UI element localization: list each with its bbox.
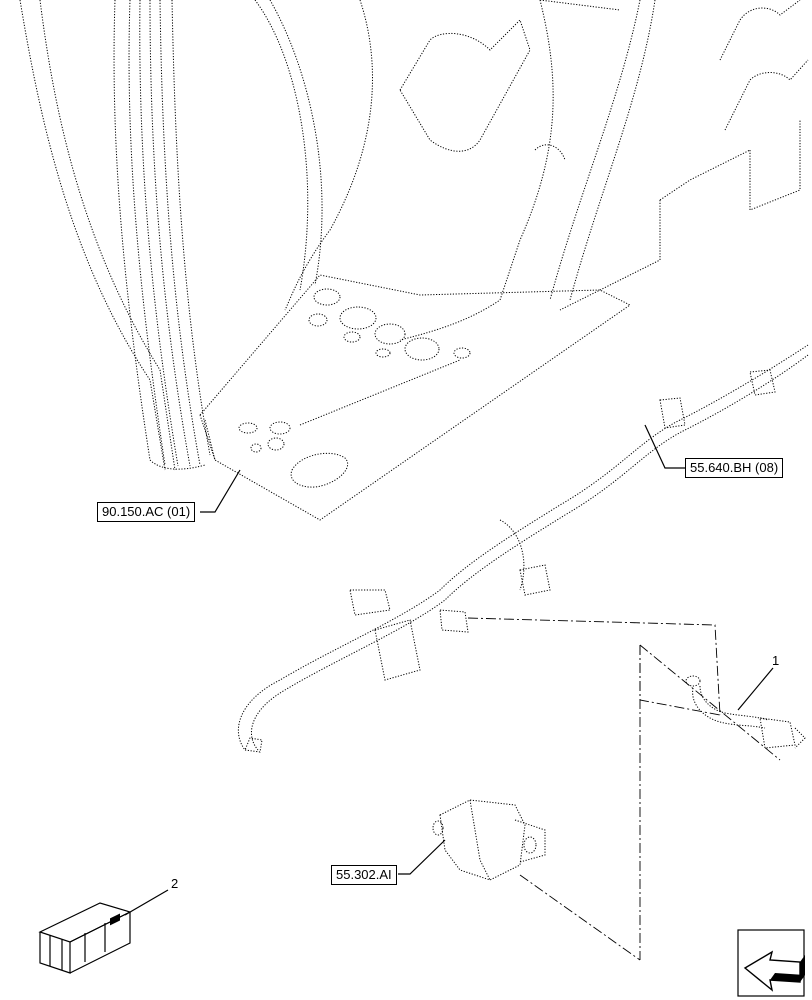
callout-item-2: 2 xyxy=(171,876,179,891)
crate-kit-icon xyxy=(38,902,132,974)
leader-item-2 xyxy=(124,889,169,916)
ref-floor-plate[interactable]: 90.150.AC (01) xyxy=(97,502,196,522)
rear-fender-panel xyxy=(254,0,809,341)
floor-plate xyxy=(199,274,631,521)
cab-frame-pillar xyxy=(19,0,211,471)
leader-floor-plate xyxy=(200,469,241,513)
ref-pump[interactable]: 55.302.AI xyxy=(331,865,397,885)
view-direction-arrow-icon[interactable] xyxy=(737,929,805,997)
wiring-harness xyxy=(237,344,809,753)
ref-harness[interactable]: 55.640.BH (08) xyxy=(685,458,784,478)
hydraulic-pump xyxy=(432,799,546,881)
routing-dashdot-lines xyxy=(467,617,781,961)
leader-harness xyxy=(644,424,685,469)
item-1-battery-cable xyxy=(685,675,806,749)
leader-pump xyxy=(398,839,446,875)
leader-item-1 xyxy=(737,667,774,711)
callout-item-1: 1 xyxy=(772,653,780,668)
